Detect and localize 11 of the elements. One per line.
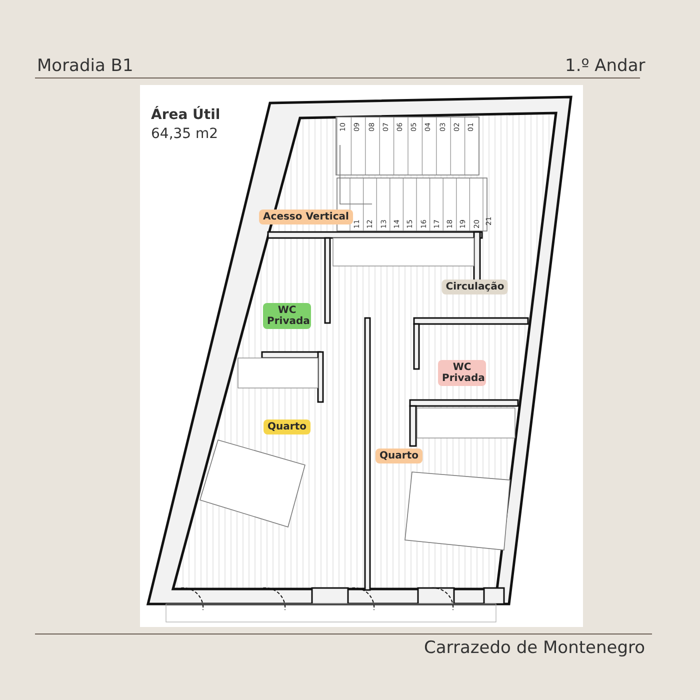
area-value: 64,35 m2 bbox=[151, 126, 218, 142]
room-label: WC Privada bbox=[263, 303, 311, 329]
room-label: Acesso Vertical bbox=[259, 210, 353, 224]
header-text: 1.º Andar bbox=[565, 56, 646, 76]
header-text: Moradia B1 bbox=[37, 56, 134, 76]
room-label: Quarto bbox=[264, 420, 310, 434]
area-heading: Área Útil bbox=[151, 107, 220, 123]
room-label: Quarto bbox=[376, 448, 422, 464]
room-label: Circulação bbox=[442, 280, 508, 294]
room-label: WC Privada bbox=[438, 360, 486, 386]
footer-text: Carrazedo de Montenegro bbox=[424, 638, 646, 658]
